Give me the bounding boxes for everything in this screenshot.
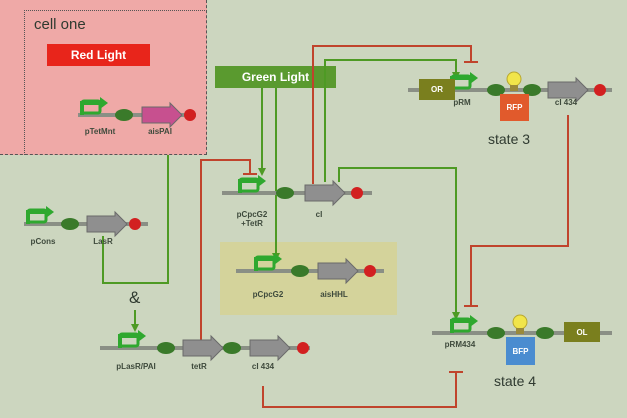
ci-terminator-icon bbox=[351, 187, 363, 199]
label-prm434: pRM434 bbox=[444, 340, 476, 349]
bfp-box: BFP bbox=[506, 337, 535, 365]
ptetmnt-promoter-arrow bbox=[80, 101, 102, 115]
rfp-lightbulb-base bbox=[510, 85, 518, 91]
aishhl-module-box bbox=[220, 242, 397, 315]
ci-to-prm434-arrow bbox=[338, 167, 460, 320]
label-aishhl: aisHHL bbox=[320, 290, 348, 299]
label-pcpcg2-tetr-line1: pCpcG2 bbox=[236, 210, 268, 219]
pcpcg2-tetr-promoter-arrow bbox=[238, 179, 260, 193]
label-prm: pRM bbox=[453, 98, 471, 107]
label-ci434-top: cI 434 bbox=[554, 98, 578, 107]
cell-one-dotted-top bbox=[24, 10, 207, 11]
pcons-rbs-icon bbox=[61, 218, 79, 230]
lasr-gene-arrow bbox=[86, 210, 128, 238]
label-pcpcg2: pCpcG2 bbox=[252, 290, 284, 299]
state3-terminator-icon bbox=[594, 84, 606, 96]
state4-b-rbs-icon bbox=[536, 327, 554, 339]
green-light-box: Green Light bbox=[215, 66, 336, 88]
and-symbol: & bbox=[129, 288, 141, 307]
state4-rbs-icon bbox=[487, 327, 505, 339]
rfp-box: RFP bbox=[500, 94, 529, 121]
ptetmnt-promoter-head bbox=[100, 97, 108, 109]
rfp-lightbulb-icon bbox=[506, 71, 522, 87]
cell-one-terminator-icon bbox=[184, 109, 196, 121]
ci434-rbs-icon bbox=[223, 342, 241, 354]
prm434-promoter-head bbox=[470, 315, 478, 327]
cell-one-dotted-left bbox=[24, 10, 25, 155]
label-plasr-pai: pLasR/PAI bbox=[116, 362, 156, 371]
label-lasr: LasR bbox=[93, 237, 113, 246]
ci434-top-repression bbox=[464, 115, 569, 307]
label-ci434-bottom: cI 434 bbox=[251, 362, 275, 371]
prm434-promoter-arrow bbox=[450, 319, 472, 333]
aishhl-terminator-icon bbox=[364, 265, 376, 277]
lasr-terminator-icon bbox=[129, 218, 141, 230]
cell-one-region bbox=[0, 0, 207, 155]
bottom-terminator-icon bbox=[297, 342, 309, 354]
label-ci: cI bbox=[315, 210, 323, 219]
cell-one-output-wire bbox=[135, 155, 169, 284]
repression-to-prm bbox=[312, 45, 478, 184]
plasr-pai-promoter-arrow bbox=[118, 334, 140, 348]
red-light-box: Red Light bbox=[47, 44, 150, 66]
state-4-label: state 4 bbox=[494, 373, 537, 389]
operator-ol-box: OL bbox=[564, 322, 600, 342]
bfp-lightbulb-base bbox=[516, 328, 524, 334]
state-3-label: state 3 bbox=[488, 131, 531, 147]
prm-promoter-head bbox=[470, 72, 478, 84]
label-aispai: aisPAI bbox=[148, 127, 172, 136]
ci434-bottom-gene-arrow bbox=[249, 334, 291, 362]
cell-one-title: cell one bbox=[34, 16, 86, 33]
cell-one-rbs-icon bbox=[115, 109, 133, 121]
ci-gene-arrow bbox=[304, 179, 346, 207]
aishhl-rbs-icon bbox=[291, 265, 309, 277]
pcons-promoter-head bbox=[46, 206, 54, 218]
plasr-pai-promoter-head bbox=[138, 330, 146, 342]
tetr-rbs-icon bbox=[157, 342, 175, 354]
tetr-gene-arrow bbox=[182, 334, 224, 362]
pcpcg2-promoter-arrow bbox=[254, 257, 276, 271]
tetr-repression bbox=[200, 159, 257, 340]
label-pcons: pCons bbox=[30, 237, 56, 246]
operator-or-box: OR bbox=[419, 79, 455, 100]
aispai-gene-arrow bbox=[141, 101, 183, 129]
label-tetr: tetR bbox=[191, 362, 207, 371]
ci434-bottom-repression bbox=[262, 371, 463, 408]
pcpcg2-tetr-promoter-head bbox=[258, 175, 266, 187]
ci-to-prm-arrow bbox=[324, 59, 460, 182]
label-pcpcg2-tetr-line2: +TetR bbox=[241, 219, 263, 228]
pcons-promoter-arrow bbox=[26, 210, 48, 224]
lasr-output-wire bbox=[102, 236, 135, 284]
state3-rbs-icon bbox=[487, 84, 505, 96]
state3-b-rbs-icon bbox=[523, 84, 541, 96]
aishhl-gene-arrow bbox=[317, 257, 359, 285]
bfp-lightbulb-icon bbox=[512, 314, 528, 330]
pcpcg2-promoter-head bbox=[274, 253, 282, 265]
ci-rbs-icon bbox=[276, 187, 294, 199]
label-ptetmnt: pTetMnt bbox=[84, 127, 116, 136]
ci434-top-gene-arrow bbox=[547, 76, 589, 104]
